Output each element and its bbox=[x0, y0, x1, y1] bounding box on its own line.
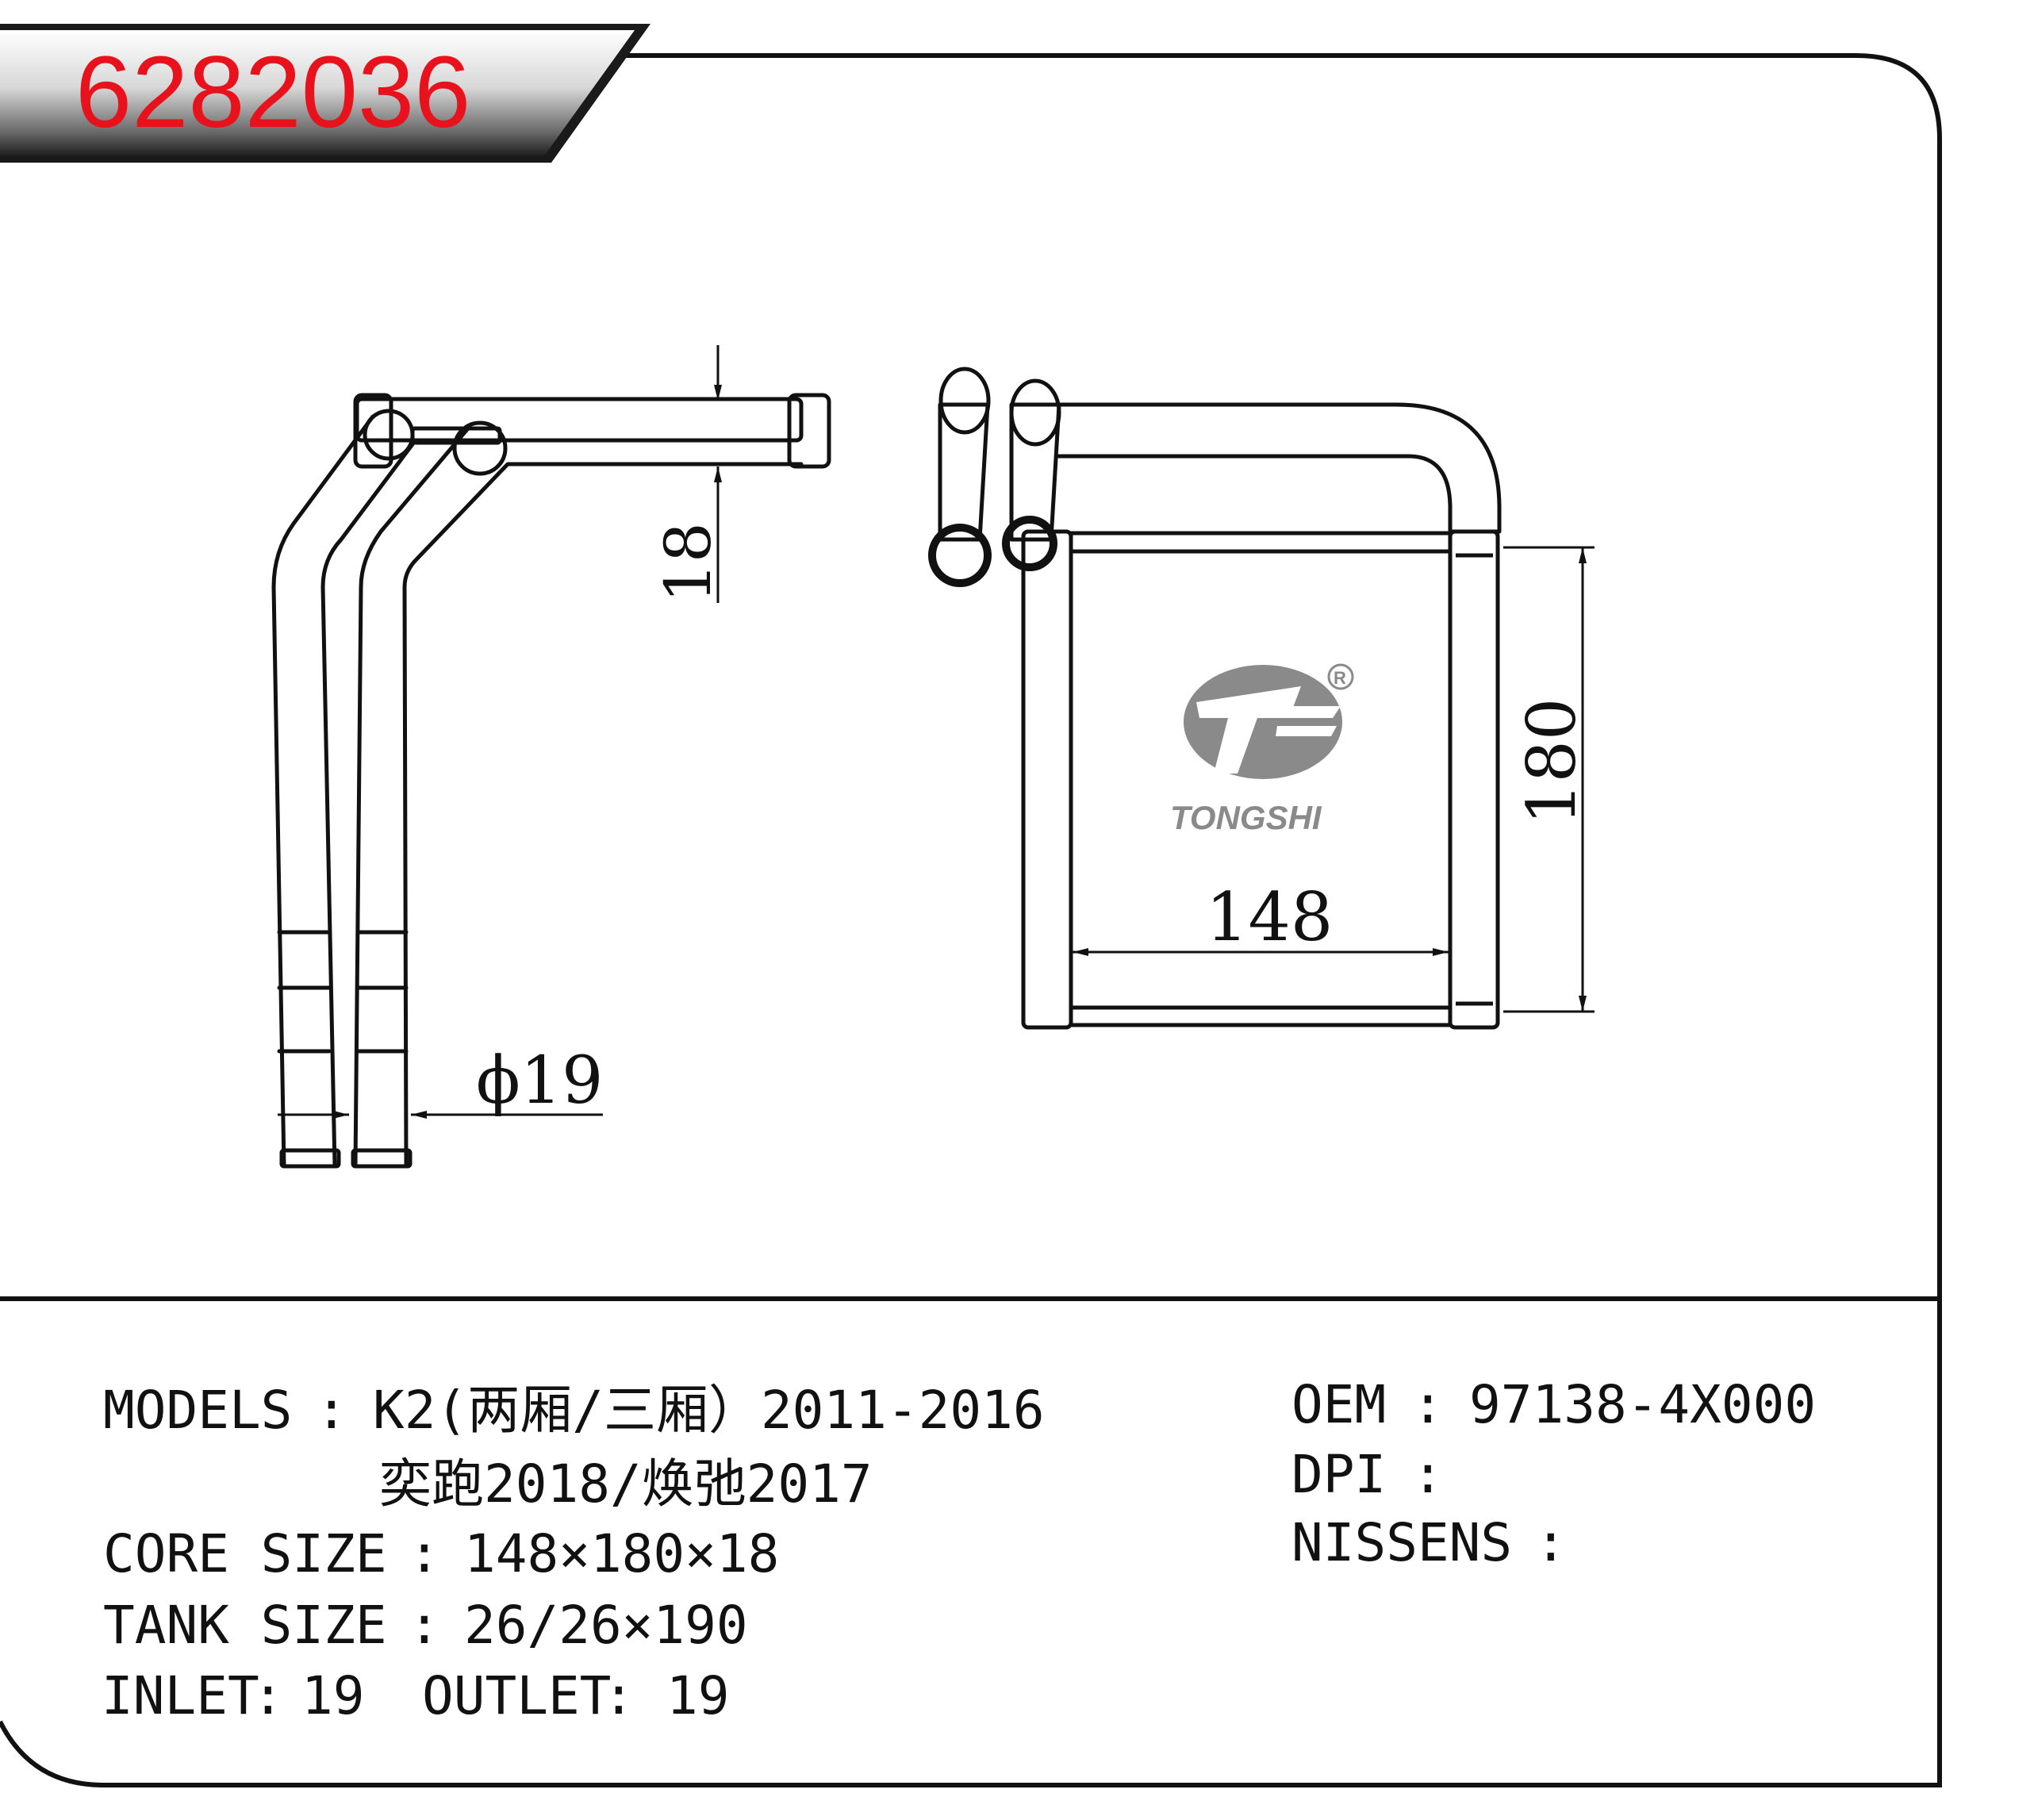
thickness-label: 18 bbox=[651, 522, 725, 603]
registered-mark: R bbox=[1334, 668, 1346, 688]
sheet-frame bbox=[0, 53, 1942, 1787]
side-pipe-outer bbox=[271, 414, 415, 1169]
core-size-separator: : bbox=[409, 1523, 440, 1584]
side-header-bar bbox=[355, 397, 804, 443]
tank-size-separator: : bbox=[409, 1595, 440, 1656]
front-view bbox=[928, 367, 1502, 1030]
oem-label: OEM bbox=[1291, 1374, 1387, 1435]
outlet-separator: : bbox=[603, 1665, 635, 1726]
tank-size-label: TANK SIZE bbox=[103, 1595, 387, 1656]
inlet-label: INLET bbox=[102, 1665, 259, 1726]
dpi-separator: : bbox=[1412, 1444, 1444, 1505]
part-number: 6282036 bbox=[75, 36, 470, 149]
width-label: 148 bbox=[1206, 878, 1333, 956]
models-value-line1: K2(两厢/三厢）2011-2016 bbox=[373, 1380, 1045, 1441]
pipe-diameter-label: ϕ19 bbox=[476, 1043, 603, 1119]
outlet-label: OUTLET bbox=[422, 1665, 612, 1726]
nissens-label: NISSENS bbox=[1291, 1512, 1513, 1573]
part-number-banner: 6282036 bbox=[0, 24, 650, 163]
models-separator: : bbox=[316, 1380, 347, 1441]
core-size-label: CORE SIZE bbox=[103, 1523, 387, 1584]
nissens-separator: : bbox=[1535, 1512, 1567, 1573]
width-dimension: 148 bbox=[1073, 878, 1449, 956]
oem-value: 97138-4X000 bbox=[1469, 1374, 1817, 1435]
side-view bbox=[271, 393, 831, 1169]
pipe-diameter-dimension: ϕ19 bbox=[278, 1043, 603, 1119]
core-size-value: 148×180×18 bbox=[464, 1523, 780, 1584]
port-1 bbox=[928, 524, 992, 587]
front-top-pipe bbox=[1047, 402, 1502, 534]
port-2 bbox=[1002, 516, 1057, 571]
inlet-separator: : bbox=[252, 1665, 284, 1726]
tank-size-value: 26/26×190 bbox=[464, 1595, 748, 1656]
left-tank bbox=[1021, 529, 1073, 1030]
oem-separator: : bbox=[1412, 1374, 1444, 1435]
inlet-value: 19 bbox=[301, 1665, 365, 1726]
outlet-value: 19 bbox=[666, 1665, 730, 1726]
brand-name: TONGSHI bbox=[1170, 799, 1322, 836]
tongshi-logo: R TONGSHI bbox=[1170, 663, 1354, 836]
height-dimension: 180 bbox=[1503, 546, 1595, 1013]
dpi-label: DPI bbox=[1291, 1444, 1387, 1505]
thickness-dimension: 18 bbox=[651, 345, 725, 603]
right-tank bbox=[1448, 529, 1500, 1030]
models-label: MODELS bbox=[103, 1380, 293, 1441]
core bbox=[1069, 531, 1453, 1027]
height-label: 180 bbox=[1513, 698, 1591, 825]
models-value-line2: 奕跑2018/焕弛2017 bbox=[379, 1453, 873, 1515]
